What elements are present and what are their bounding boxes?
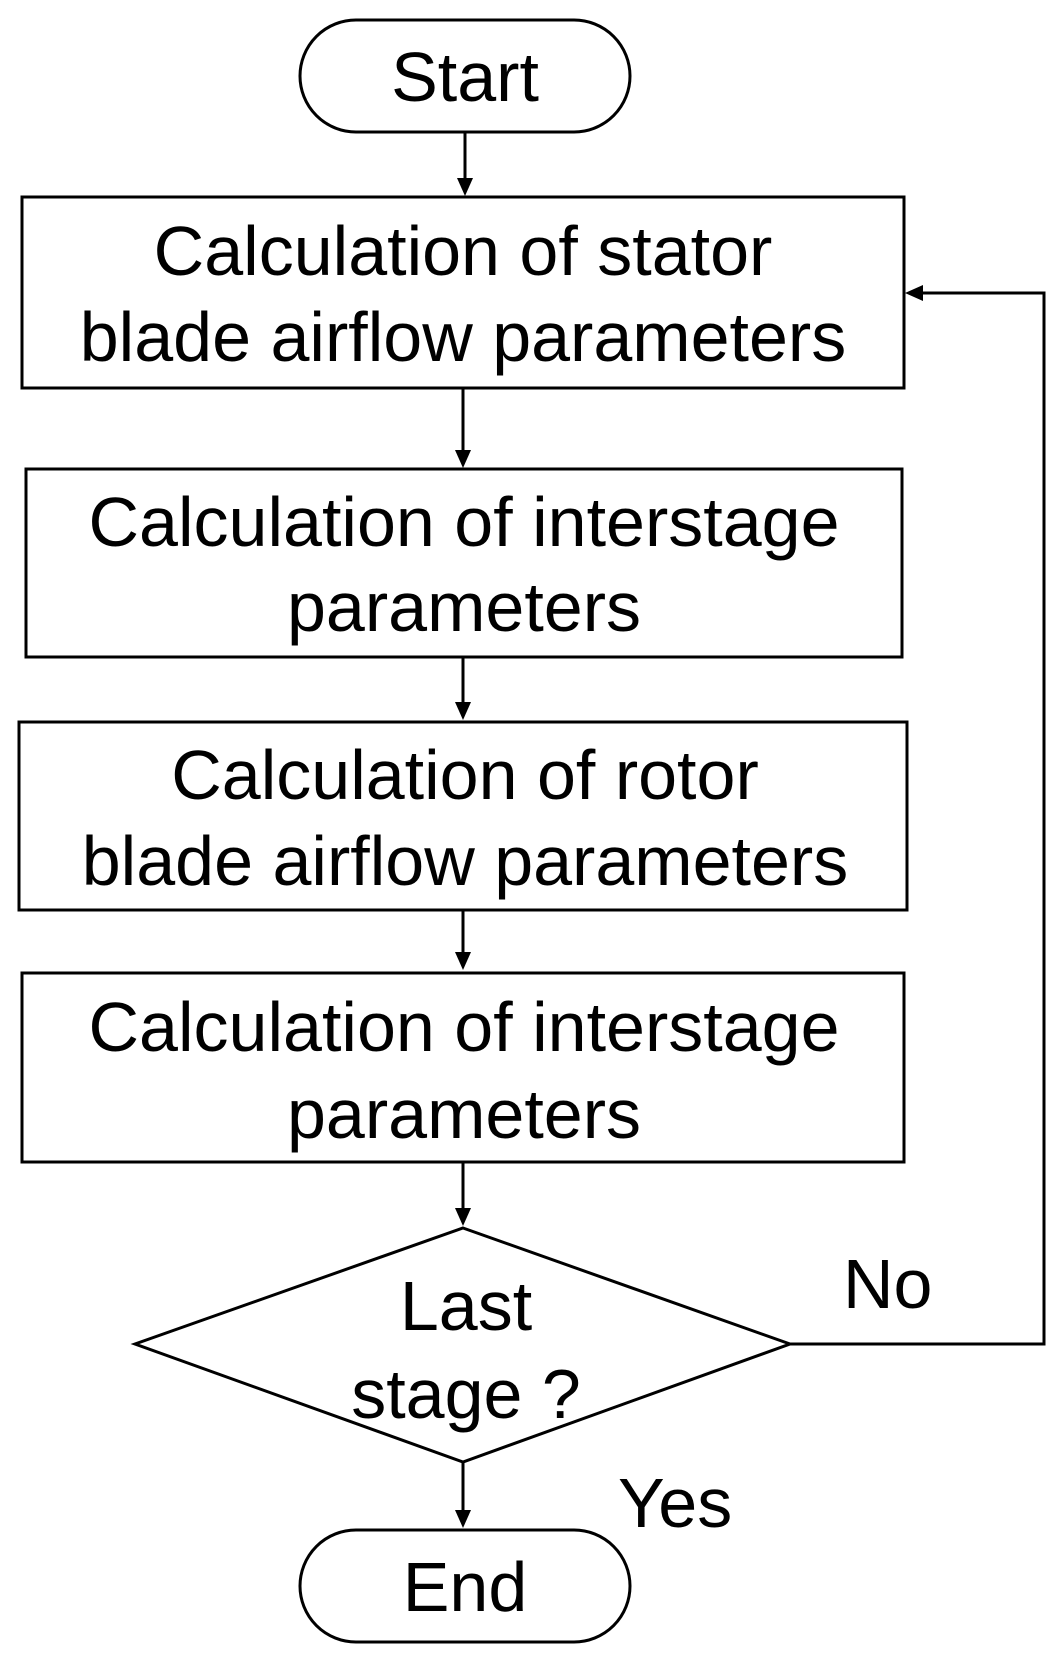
process-step-4-line-2: parameters	[287, 1075, 641, 1153]
process-step-1-line-1: Calculation of stator	[154, 212, 773, 290]
process-step-3-line-2: blade airflow parameters	[82, 822, 848, 900]
decision-line-2: stage ?	[351, 1355, 581, 1433]
start-label: Start	[391, 38, 539, 116]
arrow-start-to-step-1	[457, 132, 473, 196]
arrow-no-loop-to-step-1	[790, 285, 1046, 1346]
process-step-2: Calculation of interstage parameters	[24, 467, 904, 659]
arrow-step-1-to-step-2	[455, 388, 471, 468]
arrow-yes-to-end	[455, 1462, 471, 1528]
decision-node: Last stage ?	[130, 1226, 795, 1464]
process-step-1-line-2: blade airflow parameters	[80, 298, 846, 376]
process-step-2-line-2: parameters	[287, 568, 641, 646]
process-step-3-line-1: Calculation of rotor	[171, 736, 759, 814]
process-step-4: Calculation of interstage parameters	[20, 971, 906, 1164]
end-label: End	[403, 1548, 528, 1626]
process-step-3: Calculation of rotor blade airflow param…	[17, 720, 909, 912]
process-step-2-line-1: Calculation of interstage	[89, 483, 840, 561]
process-step-1: Calculation of stator blade airflow para…	[20, 195, 906, 390]
branch-no-label: No	[843, 1245, 932, 1323]
end-node: End	[298, 1528, 632, 1644]
arrow-step-3-to-step-4	[455, 910, 471, 970]
branch-yes-label: Yes	[618, 1464, 732, 1542]
process-step-4-line-1: Calculation of interstage	[89, 988, 840, 1066]
arrow-step-4-to-decision	[455, 1162, 471, 1226]
start-node: Start	[298, 18, 632, 134]
arrow-step-2-to-step-3	[455, 657, 471, 720]
decision-line-1: Last	[400, 1267, 532, 1345]
